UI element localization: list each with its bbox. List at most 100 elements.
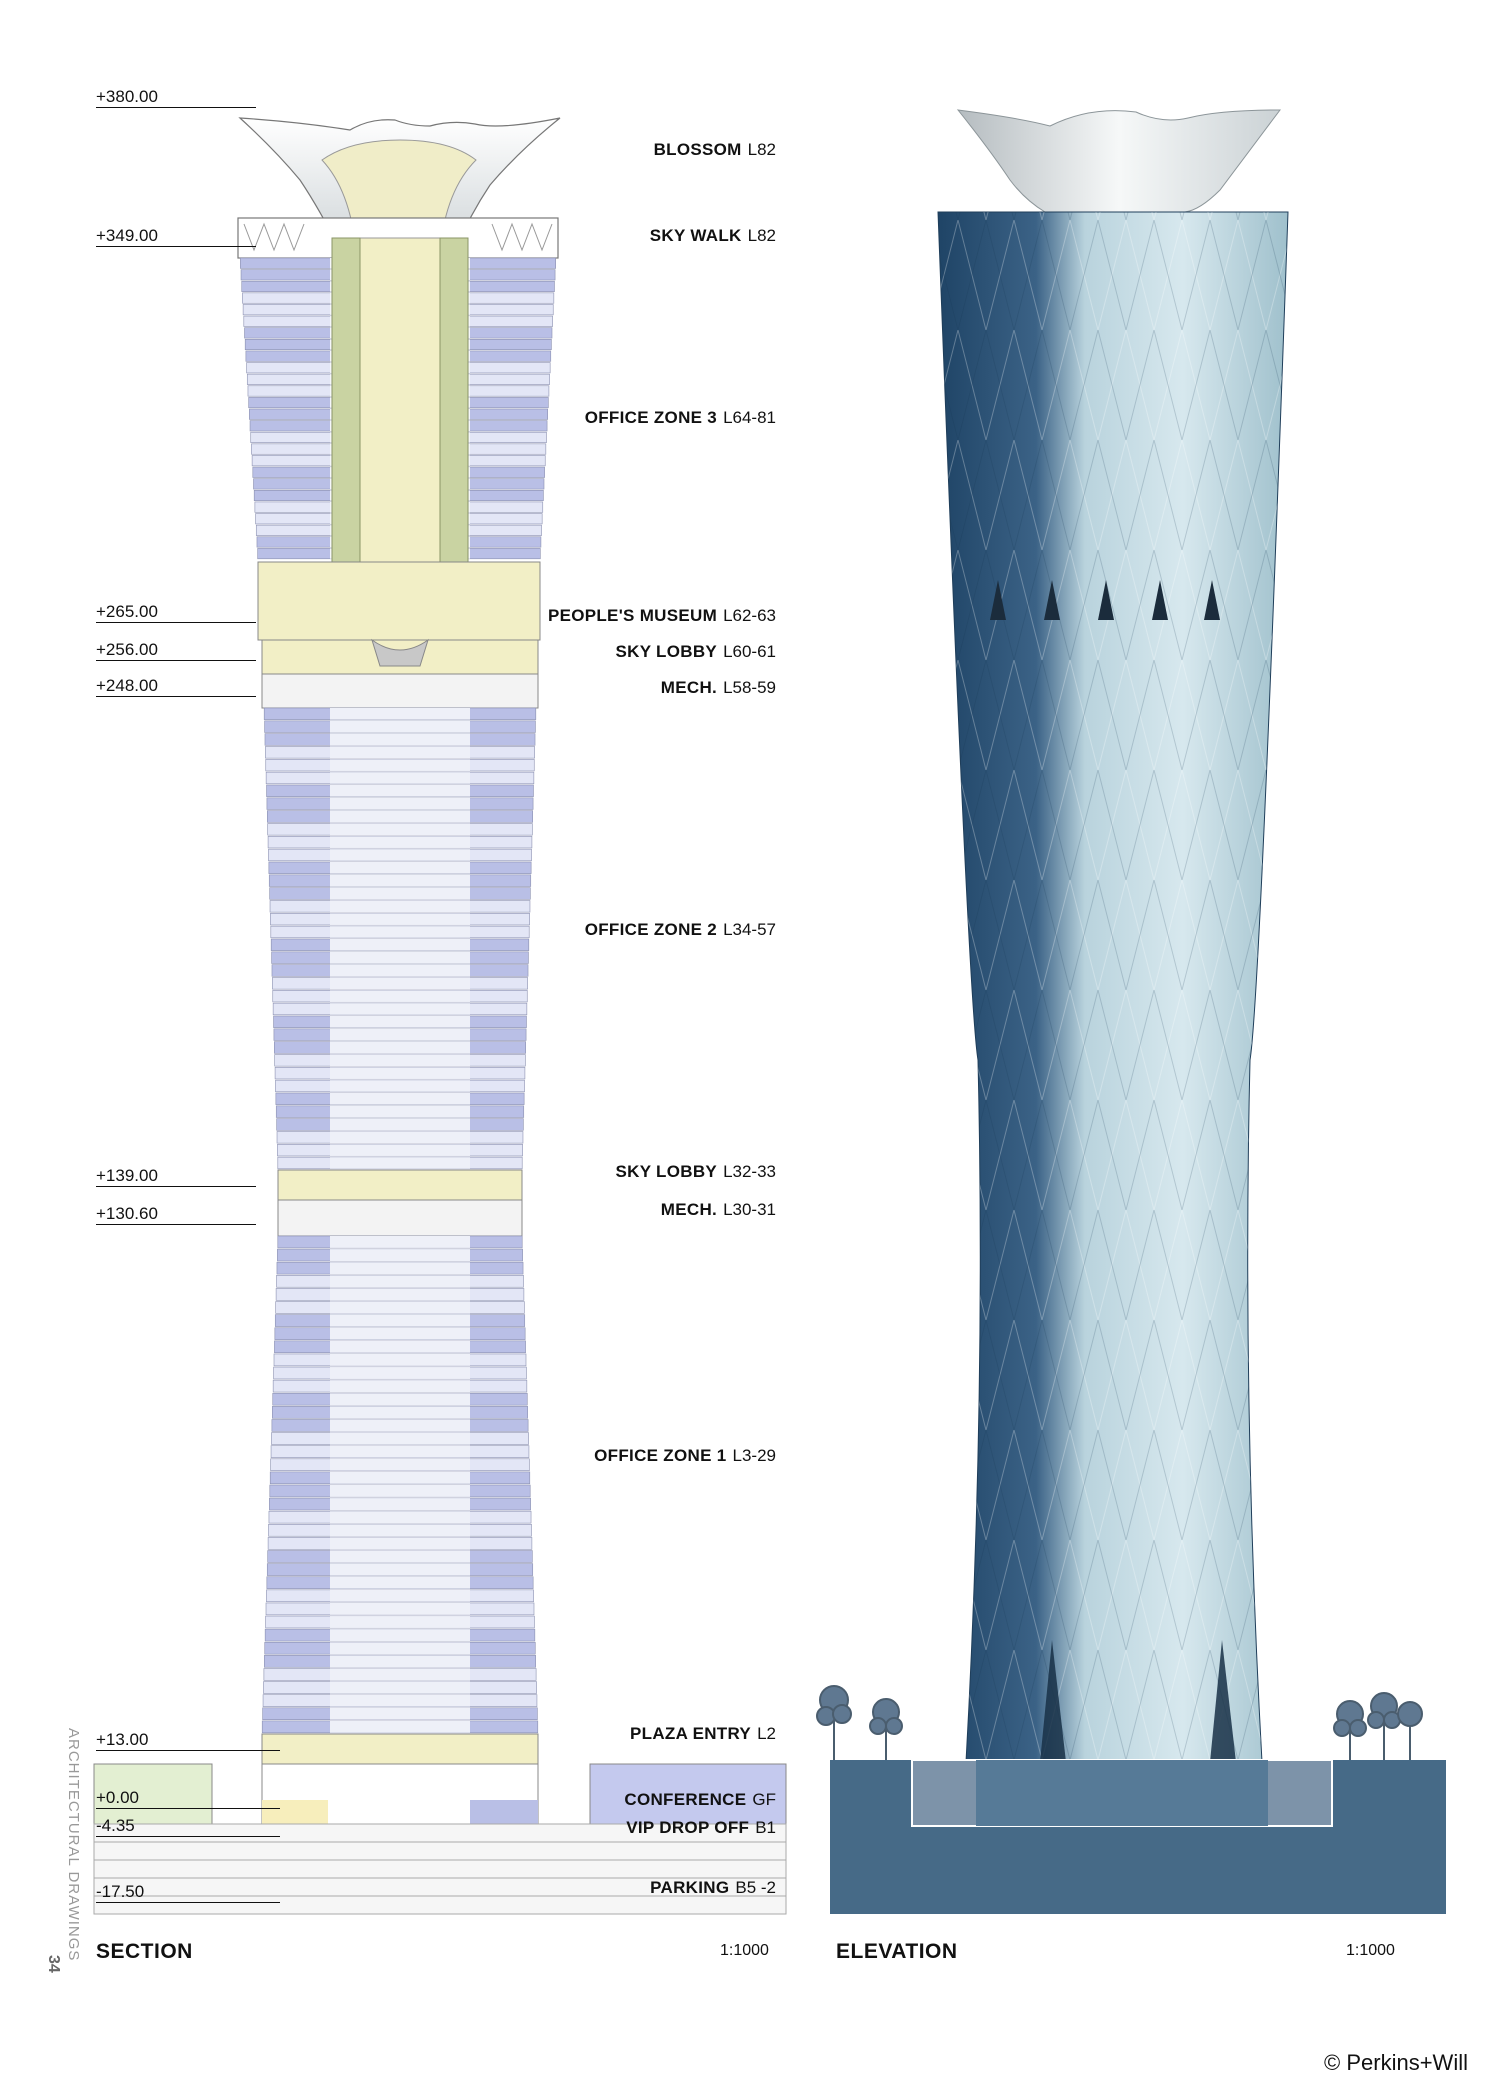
core-band bbox=[330, 1275, 470, 1288]
elevation-line bbox=[96, 1186, 256, 1187]
mech-mid bbox=[277, 1199, 523, 1237]
zone-name: MECH. bbox=[660, 1200, 718, 1219]
core-band bbox=[330, 1445, 470, 1458]
elevation-marker: +139.00 bbox=[96, 1166, 256, 1187]
elevation-marker: +130.60 bbox=[96, 1204, 256, 1225]
elevation-line bbox=[96, 660, 256, 661]
core-band bbox=[330, 1629, 470, 1642]
core-band bbox=[330, 951, 470, 964]
elevation-scale: 1:1000 bbox=[1346, 1942, 1395, 1959]
core-band bbox=[330, 1301, 470, 1314]
elevation-value: +248.00 bbox=[96, 676, 158, 695]
basement-levels bbox=[93, 1823, 787, 1915]
core-band bbox=[330, 874, 470, 887]
core-band bbox=[330, 1602, 470, 1615]
elevation-value: +13.00 bbox=[96, 1730, 149, 1749]
zone-level: L60-61 bbox=[723, 642, 776, 661]
core-band bbox=[330, 849, 470, 861]
office-zone-1-floors bbox=[261, 1235, 539, 1734]
section-drawing bbox=[93, 117, 787, 1915]
elevation-marker: +13.00 bbox=[96, 1730, 280, 1751]
core-band bbox=[330, 1131, 470, 1144]
zone-name: MECH. bbox=[660, 678, 718, 697]
zone-name: SKY LOBBY bbox=[615, 642, 718, 661]
core-band bbox=[330, 1524, 470, 1537]
core-band bbox=[330, 746, 470, 759]
sky-lobby-mid bbox=[277, 1169, 523, 1201]
core-band bbox=[330, 785, 470, 797]
elevation-value: +0.00 bbox=[96, 1788, 140, 1807]
core-band bbox=[330, 1144, 470, 1156]
elevation-marker: +265.00 bbox=[96, 602, 256, 623]
trees bbox=[816, 1685, 1423, 1760]
core-band bbox=[330, 1655, 470, 1668]
core-band bbox=[330, 823, 470, 836]
zone-name: CONFERENCE bbox=[624, 1790, 747, 1809]
core-band bbox=[330, 1003, 470, 1015]
elevation-render bbox=[816, 109, 1446, 1914]
core-band bbox=[330, 1288, 470, 1301]
core-band bbox=[330, 926, 470, 938]
sky-walk-trusses bbox=[243, 222, 553, 252]
zone-level: L34-57 bbox=[723, 920, 776, 939]
elevation-line bbox=[96, 1750, 280, 1751]
core-band bbox=[330, 1016, 470, 1028]
core-band bbox=[330, 708, 470, 720]
core-band bbox=[330, 1249, 470, 1262]
core-band bbox=[330, 1458, 470, 1471]
elevation-marker: +349.00 bbox=[96, 226, 256, 247]
core-band bbox=[330, 1642, 470, 1655]
zone-label: MECH.L58-59 bbox=[661, 678, 776, 698]
elevation-value: +139.00 bbox=[96, 1166, 158, 1185]
core-band bbox=[330, 1262, 470, 1275]
elevation-marker: -4.35 bbox=[96, 1816, 280, 1837]
elevation-marker: -17.50 bbox=[96, 1882, 280, 1903]
core-band bbox=[330, 1028, 470, 1041]
page-number: 34 bbox=[45, 1955, 62, 1973]
elevation-value: +265.00 bbox=[96, 602, 158, 621]
zone-level: L62-63 bbox=[723, 606, 776, 625]
elevation-value: -17.50 bbox=[96, 1882, 145, 1901]
zone-name: VIP DROP OFF bbox=[626, 1818, 750, 1837]
core-band bbox=[330, 1471, 470, 1484]
elevation-value: +380.00 bbox=[96, 87, 158, 106]
core-band bbox=[330, 772, 470, 784]
core-band bbox=[330, 1393, 470, 1406]
elevation-line bbox=[96, 622, 256, 623]
core-band bbox=[330, 1419, 470, 1432]
core-band bbox=[330, 1054, 470, 1067]
core-band bbox=[330, 1589, 470, 1602]
core-band bbox=[330, 1694, 470, 1707]
core-band bbox=[330, 1236, 470, 1248]
core-band bbox=[330, 1067, 470, 1079]
elevation-line bbox=[96, 1224, 256, 1225]
elevation-value: +256.00 bbox=[96, 640, 158, 659]
core-band bbox=[330, 1616, 470, 1628]
core-band bbox=[330, 1093, 470, 1105]
base-openings bbox=[1040, 1640, 1236, 1762]
elevation-line bbox=[96, 107, 256, 108]
zone-level: L64-81 bbox=[723, 408, 776, 427]
core-band bbox=[330, 990, 470, 1002]
core-band bbox=[330, 1563, 470, 1576]
conference-core bbox=[262, 1800, 328, 1824]
core-band bbox=[330, 964, 470, 977]
core-band bbox=[330, 1498, 470, 1511]
zone-level: L30-31 bbox=[723, 1200, 776, 1219]
core-band bbox=[330, 1041, 470, 1054]
zone-name: OFFICE ZONE 2 bbox=[584, 920, 718, 939]
core-band bbox=[330, 1511, 470, 1524]
peoples-museum bbox=[257, 561, 541, 641]
office-zone-2-floors bbox=[263, 707, 537, 1170]
elevation-title: ELEVATION bbox=[836, 1940, 958, 1963]
facade-diagrid bbox=[938, 212, 1288, 1762]
zone-name: OFFICE ZONE 1 bbox=[594, 1446, 727, 1465]
zone-label: OFFICE ZONE 2 L34-57 bbox=[585, 920, 776, 940]
sky-lobby-openings bbox=[990, 580, 1220, 620]
elevation-value: +349.00 bbox=[96, 226, 158, 245]
core-band bbox=[330, 1668, 470, 1681]
zone-level: GF bbox=[752, 1790, 776, 1809]
